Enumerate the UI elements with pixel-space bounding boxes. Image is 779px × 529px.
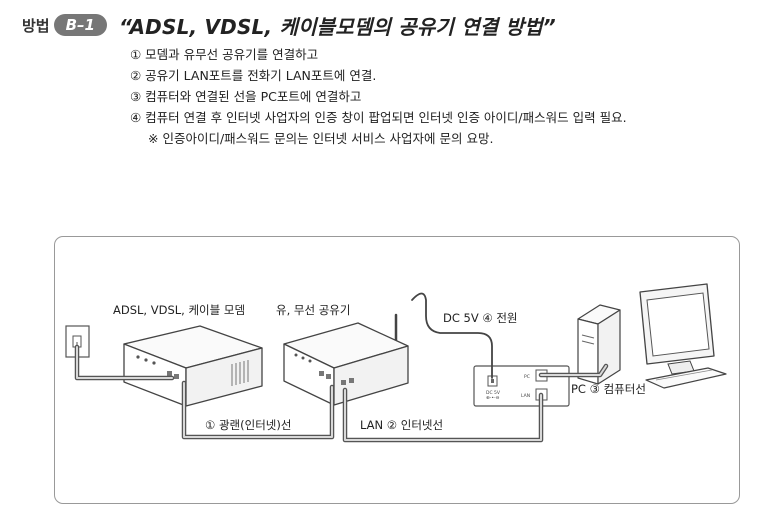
plate-dc-label: DC 5V (486, 390, 501, 396)
plate-pc-label: PC (524, 374, 530, 380)
step-item: ② 공유기 LAN포트를 전화기 LAN포트에 연결. (130, 68, 377, 83)
plate-lan-label: LAN (521, 393, 530, 399)
modem-icon (123, 325, 263, 407)
cable1-label: ① 광랜(인터넷)선 (205, 418, 291, 432)
diagram-frame (54, 236, 740, 504)
pc-cable-label: PC ③ 컴퓨터선 (571, 382, 646, 396)
step-item: ④ 컴퓨터 연결 후 인터넷 사업자의 인증 창이 팝업되면 인터넷 인증 아이… (130, 110, 627, 125)
step-note: ※ 인증아이디/패스워드 문의는 인터넷 서비스 사업자에 문의 요망. (148, 131, 494, 146)
step-list: ① 모뎀과 유무선 공유기를 연결하고 ② 공유기 LAN포트를 전화기 LAN… (130, 44, 627, 149)
step-item: ① 모뎀과 유무선 공유기를 연결하고 (130, 47, 319, 62)
power-label: DC 5V ④ 전원 (443, 311, 518, 325)
method-word: 방법 (22, 16, 50, 35)
step-item: ③ 컴퓨터와 연결된 선을 PC포트에 연결하고 (130, 89, 362, 104)
modem-label: ADSL, VDSL, 케이블 모뎀 (113, 303, 245, 317)
page-title: “ADSL, VDSL, 케이블모뎀의 공유기 연결 방법” (118, 14, 556, 39)
wall-jack-icon (65, 325, 90, 358)
cable-lines (74, 292, 609, 443)
wall-plate-icon: DC 5V ⊕-•-⊖ PC LAN (473, 365, 570, 407)
router-label: 유, 무선 공유기 (276, 303, 350, 317)
cable2-label: LAN ② 인터넷선 (360, 418, 443, 432)
plate-dc-arrows: ⊕-•-⊖ (486, 396, 500, 401)
method-badge: B–1 (53, 14, 107, 36)
header: 방법 B–1 “ADSL, VDSL, 케이블모뎀의 공유기 연결 방법” (22, 10, 556, 40)
computer-icon (577, 283, 727, 389)
